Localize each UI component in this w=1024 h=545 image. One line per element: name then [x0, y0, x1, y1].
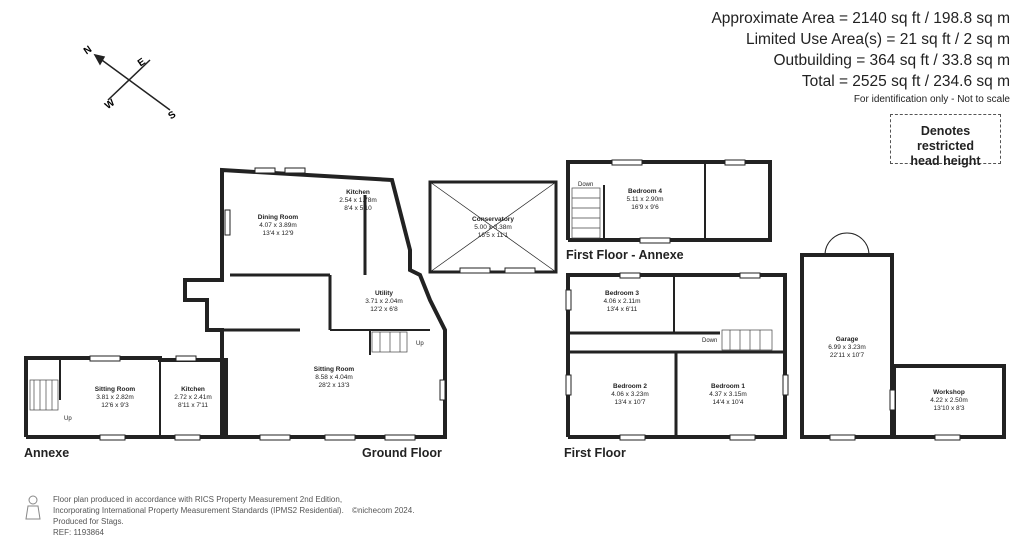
ground-stairs: [371, 331, 408, 353]
room-dim-metric: 5.00 x 3.38m: [474, 224, 512, 231]
room-dim-metric: 4.37 x 3.15m: [709, 391, 747, 398]
garage-door-arc-right: [846, 232, 870, 256]
room-dim-metric: 4.07 x 3.89m: [259, 222, 297, 229]
restricted-height-legend: Denotes restricted head height: [890, 114, 1001, 168]
approximate-area: Approximate Area = 2140 sq ft / 198.8 sq…: [711, 10, 1010, 27]
room-name: Bedroom 2: [613, 383, 647, 390]
footer-line2-wrap: Incorporating International Property Mea…: [53, 505, 414, 516]
room-dim-imperial: 12'2 x 6'8: [370, 306, 398, 313]
floor-label-annexe: Annexe: [24, 446, 70, 460]
compass-n: N: [82, 44, 94, 57]
first-annexe-stairs: [571, 187, 601, 239]
footer-line1: Floor plan produced in accordance with R…: [53, 495, 343, 504]
annexe-stairs: [29, 379, 59, 411]
room-kitchen-annexe: Kitchen 2.72 x 2.41m 8'11 x 7'11: [174, 386, 212, 410]
footer: Floor plan produced in accordance with R…: [53, 494, 414, 538]
room-name: Dining Room: [257, 214, 299, 221]
room-name: Kitchen: [346, 189, 370, 196]
room-dim-metric: 4.06 x 3.23m: [611, 391, 649, 398]
room-dim-metric: 2.54 x 1.78m: [339, 197, 377, 204]
room-utility: Utility 3.71 x 2.04m 12'2 x 6'8: [365, 290, 403, 314]
total-area: Total = 2525 sq ft / 234.6 sq m: [801, 73, 1010, 90]
room-name: Kitchen: [181, 386, 205, 393]
room-dim-imperial: 13'4 x 12'9: [262, 230, 294, 237]
room-sitting-main: Sitting Room 8.58 x 4.04m 28'2 x 13'3: [314, 366, 354, 390]
room-dim-imperial: 14'4 x 10'4: [712, 399, 744, 406]
conservatory-walls: [428, 180, 558, 274]
garage-door-arc-left: [824, 232, 848, 256]
restricted-legend-line2: head height: [910, 154, 981, 168]
compass-s: S: [166, 109, 178, 122]
first-floor-walls: [566, 273, 787, 439]
room-kitchen-main: Kitchen 2.54 x 1.78m 8'4 x 5'10: [339, 189, 377, 213]
room-bedroom2: Bedroom 2 4.06 x 3.23m 13'4 x 10'7: [611, 383, 649, 407]
stair-label-up-annexe: Up: [64, 416, 72, 422]
room-name: Conservatory: [472, 216, 514, 223]
room-bedroom3: Bedroom 3 4.06 x 2.11m 13'4 x 6'11: [603, 290, 640, 314]
first-annexe-walls: [566, 160, 772, 242]
stair-label-up-ground: Up: [416, 341, 424, 347]
floor-label-first: First Floor: [564, 446, 626, 460]
compass-rose: [93, 53, 171, 111]
room-dim-metric: 8.58 x 4.04m: [315, 374, 353, 381]
room-dim-imperial: 13'10 x 8'3: [933, 405, 965, 412]
room-dim-metric: 3.81 x 2.82m: [96, 394, 134, 401]
compass-w: W: [103, 97, 118, 112]
room-name: Bedroom 4: [628, 188, 662, 195]
room-dim-imperial: 28'2 x 13'3: [318, 382, 350, 389]
scale-note: For identification only - Not to scale: [853, 94, 1010, 105]
room-dim-metric: 5.11 x 2.90m: [626, 196, 664, 203]
room-conservatory: Conservatory 5.00 x 3.38m 16'5 x 11'1: [472, 216, 514, 240]
room-garage: Garage 6.99 x 3.23m 22'11 x 10'7: [828, 336, 866, 360]
room-dim-imperial: 22'11 x 10'7: [829, 352, 865, 359]
room-dim-metric: 3.71 x 2.04m: [365, 298, 403, 305]
room-bedroom4: Bedroom 4 5.11 x 2.90m 16'9 x 9'6: [626, 188, 663, 212]
room-name: Utility: [374, 290, 394, 297]
room-dim-imperial: 16'5 x 11'1: [477, 232, 509, 239]
room-bedroom1: Bedroom 1 4.37 x 3.15m 14'4 x 10'4: [709, 383, 747, 407]
room-name: Workshop: [933, 389, 965, 396]
floor-label-ground: Ground Floor: [362, 446, 442, 460]
limited-use-area: Limited Use Area(s) = 21 sq ft / 2 sq m: [745, 31, 1010, 48]
footer-ref: REF: 1193864: [53, 528, 104, 537]
room-dim-metric: 2.72 x 2.41m: [174, 394, 212, 401]
footer-line2: Incorporating International Property Mea…: [53, 506, 344, 515]
room-name: Bedroom 3: [605, 290, 639, 297]
floor-label-first-annexe: First Floor - Annexe: [566, 248, 684, 262]
room-dim-metric: 4.06 x 2.11m: [603, 298, 641, 305]
stair-label-down-annexe: Down: [578, 182, 594, 188]
area-summary: Approximate Area = 2140 sq ft / 198.8 sq…: [711, 8, 1010, 105]
room-dim-metric: 6.99 x 3.23m: [828, 344, 866, 351]
room-sitting-annexe: Sitting Room 3.81 x 2.82m 12'6 x 9'3: [95, 386, 135, 410]
room-dim-imperial: 8'4 x 5'10: [344, 205, 372, 212]
footer-brand: ©nichecom 2024.: [352, 506, 415, 515]
room-name: Sitting Room: [313, 366, 355, 373]
outbuilding-area: Outbuilding = 364 sq ft / 33.8 sq m: [773, 52, 1010, 69]
room-dining: Dining Room 4.07 x 3.89m 13'4 x 12'9: [258, 214, 298, 238]
stair-label-down-first: Down: [702, 338, 718, 344]
room-name: Garage: [835, 336, 859, 343]
room-dim-imperial: 16'9 x 9'6: [631, 204, 659, 211]
room-dim-imperial: 8'11 x 7'11: [177, 402, 209, 409]
room-dim-imperial: 13'4 x 6'11: [606, 306, 638, 313]
room-name: Sitting Room: [94, 386, 136, 393]
conservatory-diagonal-2: [429, 181, 557, 273]
room-dim-imperial: 13'4 x 10'7: [614, 399, 646, 406]
first-stairs: [721, 329, 773, 351]
room-workshop: Workshop 4.22 x 2.50m 13'10 x 8'3: [930, 389, 968, 413]
ground-floor-walls: [183, 167, 447, 439]
room-dim-metric: 4.22 x 2.50m: [930, 397, 968, 404]
room-dim-imperial: 12'6 x 9'3: [101, 402, 129, 409]
footer-line3: Produced for Stags.: [53, 517, 124, 526]
room-name: Bedroom 1: [711, 383, 745, 390]
restricted-legend-line1: Denotes restricted: [917, 124, 974, 153]
rics-logo-icon: [25, 495, 41, 520]
